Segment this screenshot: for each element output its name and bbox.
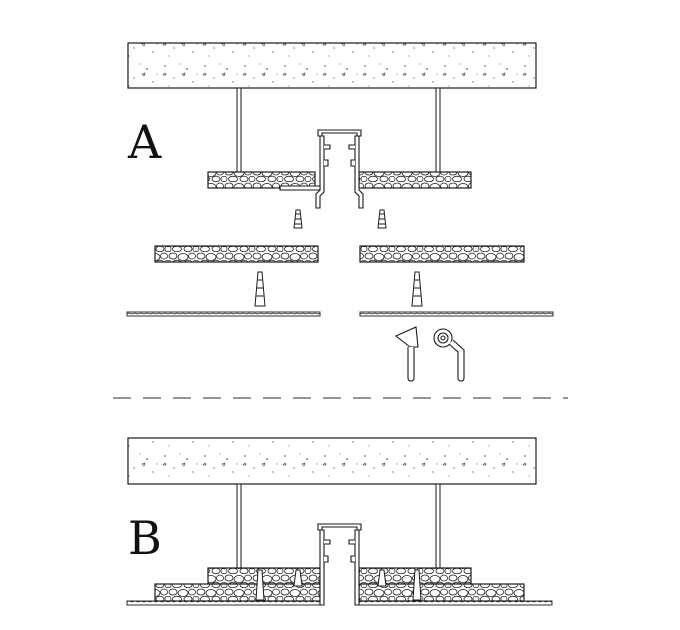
panel-a: A bbox=[126, 42, 554, 382]
sealant-roll-icon bbox=[433, 328, 465, 382]
skim-layer-left bbox=[126, 311, 321, 317]
screw-anchor-upper-right bbox=[377, 209, 387, 229]
screw-anchor bbox=[255, 569, 422, 601]
screw-anchor-upper-left bbox=[293, 209, 303, 229]
putty-knife-icon bbox=[394, 326, 419, 382]
panel-label-a: A bbox=[127, 115, 162, 169]
gypsum-board-lower-left bbox=[154, 245, 319, 263]
gypsum-board-upper-left bbox=[207, 171, 316, 189]
skim-layer-left bbox=[126, 600, 321, 606]
concrete-slab bbox=[127, 42, 537, 89]
gypsum-board-lower-right bbox=[359, 245, 525, 263]
panel-label-b: B bbox=[128, 511, 162, 565]
hanger-rod-left bbox=[236, 483, 242, 569]
aluminum-profile bbox=[317, 523, 362, 606]
skim-layer-right bbox=[358, 600, 553, 606]
gypsum-board-upper-right bbox=[358, 171, 472, 189]
hanger-rod-right bbox=[435, 87, 441, 173]
concrete-slab bbox=[127, 437, 537, 485]
screw-anchor-lower-right bbox=[411, 271, 423, 307]
screw-anchor-lower-left bbox=[254, 271, 266, 307]
aluminum-profile bbox=[279, 129, 364, 209]
gypsum-board-upper-left bbox=[207, 567, 321, 585]
hanger-rod-right bbox=[435, 483, 441, 569]
hanger-rod-left bbox=[236, 87, 242, 173]
panel-b: B bbox=[126, 437, 553, 606]
gypsum-board-lower-left bbox=[154, 583, 321, 602]
skim-layer-right bbox=[359, 311, 554, 317]
gypsum-board-lower-right bbox=[358, 583, 525, 602]
